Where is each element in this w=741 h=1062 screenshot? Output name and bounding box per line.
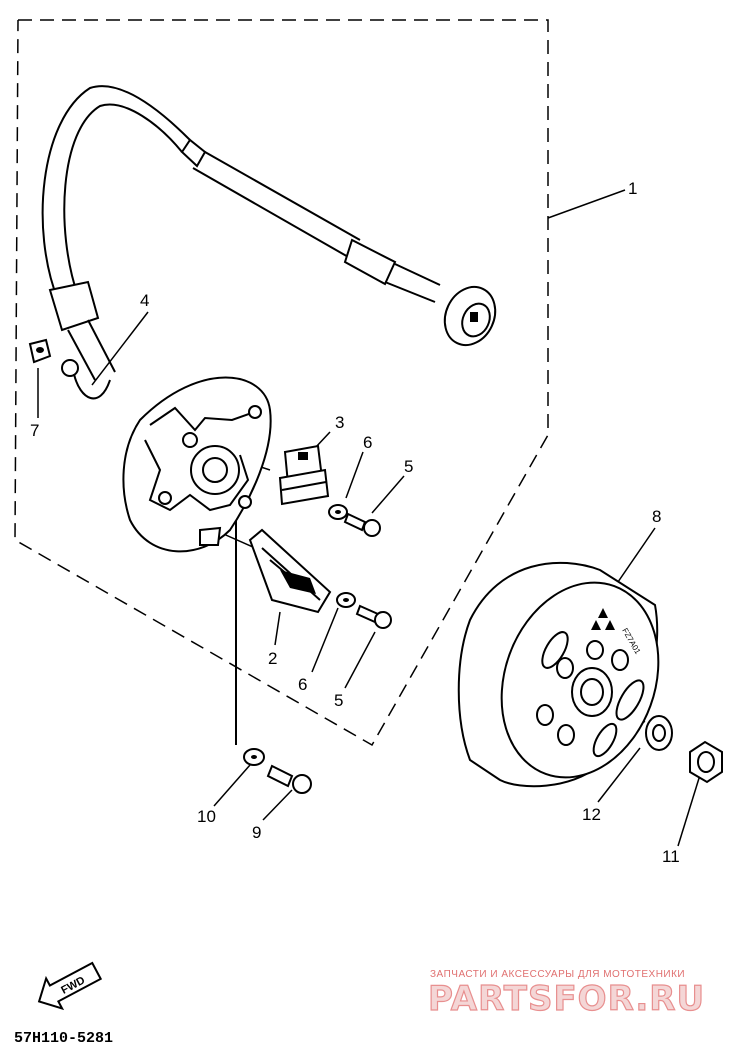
leader-lines — [37, 189, 701, 847]
washer-6a — [328, 504, 348, 520]
stator-base-plate — [122, 376, 272, 553]
callout-9: 9 — [252, 823, 261, 842]
drawing-code: 57H110-5281 — [14, 1030, 113, 1047]
pickup-coil-3 — [278, 444, 330, 506]
callout-10: 10 — [197, 807, 216, 826]
watermark-brand: PARTSFOR.RU — [428, 979, 705, 1019]
callout-5a: 5 — [404, 457, 413, 476]
screw-7 — [28, 338, 52, 364]
fwd-arrow-icon: FWD — [37, 961, 103, 1011]
washer-6b — [336, 592, 356, 608]
watermark-tagline: ЗАПЧАСТИ И АКСЕССУАРЫ ДЛЯ МОТОТЕХНИКИ — [430, 969, 685, 980]
callout-7: 7 — [30, 421, 39, 440]
callout-4: 4 — [140, 291, 149, 310]
callout-6a: 6 — [363, 433, 372, 452]
assembly-boundary — [14, 19, 549, 747]
callout-labels: 1 2 3 4 5 5 6 6 7 8 9 10 11 12 — [30, 179, 680, 866]
flywheel-rotor-8: FZ7A01 — [457, 561, 660, 788]
callout-3: 3 — [335, 413, 344, 432]
callout-1: 1 — [628, 179, 637, 198]
callout-2: 2 — [268, 649, 277, 668]
callout-8: 8 — [652, 507, 661, 526]
callout-12: 12 — [582, 805, 601, 824]
callout-5b: 5 — [334, 691, 343, 710]
washer-12 — [645, 715, 673, 751]
charge-coil-2 — [248, 528, 332, 614]
screw-5a — [343, 512, 381, 537]
nut-11 — [689, 740, 723, 784]
callout-6b: 6 — [298, 675, 307, 694]
washer-10 — [243, 748, 265, 766]
screw-5b — [355, 604, 392, 629]
callout-11: 11 — [662, 847, 680, 866]
ground-terminal — [61, 359, 111, 400]
wire-harness-lead — [41, 85, 497, 381]
screw-9 — [266, 764, 312, 794]
